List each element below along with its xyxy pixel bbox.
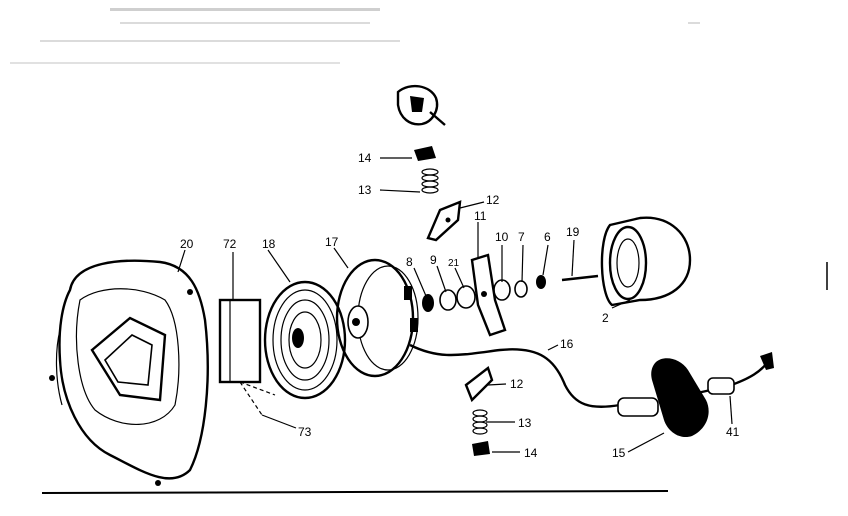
label-18: 18 xyxy=(262,237,276,251)
retainer-part-11 xyxy=(470,253,507,337)
washer-stack xyxy=(422,275,546,312)
handle-part-15 xyxy=(617,358,721,438)
pin-part-19 xyxy=(561,274,599,282)
label-7: 7 xyxy=(518,230,525,244)
label-14-bottom: 14 xyxy=(524,446,538,460)
leader-lines xyxy=(177,157,733,453)
label-11: 11 xyxy=(474,209,487,223)
label-41: 41 xyxy=(726,425,740,439)
label-9: 9 xyxy=(430,253,437,267)
label-10: 10 xyxy=(495,230,509,244)
scan-noise-header xyxy=(10,8,700,64)
pawl-part-12-bottom xyxy=(464,366,494,403)
label-21: 21 xyxy=(448,258,460,269)
label-72: 72 xyxy=(223,237,237,251)
clip-part-14-bottom xyxy=(472,441,490,456)
label-17: 17 xyxy=(325,235,339,249)
label-20: 20 xyxy=(180,237,194,251)
label-15: 15 xyxy=(612,446,626,460)
part-labels: 14 13 12 11 8 9 21 10 7 6 19 2 20 72 18 … xyxy=(180,151,740,460)
spring-part-18 xyxy=(263,280,347,400)
label-12-bottom: 12 xyxy=(510,377,524,391)
spring-part-13-top xyxy=(421,168,439,194)
cup-part-2 xyxy=(600,216,692,307)
pawl-part-12-top xyxy=(426,200,462,242)
label-13-top: 13 xyxy=(358,183,372,197)
dashed-line-73 xyxy=(239,381,263,416)
label-19: 19 xyxy=(566,225,580,239)
label-2: 2 xyxy=(602,311,609,325)
label-14-top: 14 xyxy=(358,151,372,165)
top-cam xyxy=(396,84,446,126)
clip-part-14-top xyxy=(414,146,436,161)
label-13-bottom: 13 xyxy=(518,416,532,430)
spring-part-13-bottom xyxy=(472,409,488,435)
label-73: 73 xyxy=(298,425,312,439)
insert-part-41 xyxy=(707,352,774,395)
pulley-part-17 xyxy=(335,258,419,378)
label-8: 8 xyxy=(406,255,413,269)
label-16: 16 xyxy=(560,337,574,351)
plate-part-72 xyxy=(218,298,262,384)
label-12-top: 12 xyxy=(486,193,500,207)
label-6: 6 xyxy=(544,230,551,244)
dashed-line-72-to-18 xyxy=(239,381,276,396)
housing-part-20 xyxy=(49,259,209,486)
baseline-rule xyxy=(41,490,669,494)
rope-part-16 xyxy=(409,343,621,408)
